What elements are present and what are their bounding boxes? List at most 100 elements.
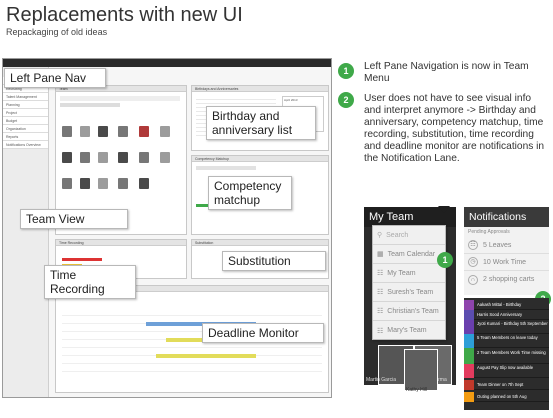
slide-subtitle: Repackaging of old ideas bbox=[6, 27, 108, 37]
bullet-text-1: Left Pane Navigation is now in Team Menu bbox=[364, 61, 529, 84]
team-member-photo[interactable] bbox=[404, 349, 438, 391]
deadline-bar bbox=[146, 322, 256, 326]
nav-item[interactable]: Recruiting bbox=[3, 85, 48, 93]
team-member-photo[interactable] bbox=[98, 178, 108, 189]
notification-item[interactable]: ◷ 10 Work Time bbox=[464, 254, 549, 271]
team-member-photo[interactable] bbox=[118, 178, 128, 189]
lane-color-square bbox=[464, 364, 474, 378]
search-icon: ⚲ bbox=[377, 232, 383, 239]
lane-item-text: Harris Sood Anniversary bbox=[477, 312, 523, 317]
team-search-input[interactable]: Search bbox=[386, 231, 409, 239]
lane-item[interactable]: Harris Sood Anniversary bbox=[464, 310, 549, 320]
nav-item[interactable]: Planning bbox=[3, 101, 48, 109]
lane-item[interactable]: August Pay Slip now available bbox=[464, 364, 549, 378]
lane-color-square bbox=[464, 300, 474, 310]
lane-item-text: Jyoti Kumari - Birthday 5th September bbox=[477, 321, 548, 326]
lane-item-text: Outing planned on 5th Aug bbox=[477, 394, 527, 399]
callout-competency: Competency matchup bbox=[208, 176, 292, 210]
lane-color-square bbox=[464, 392, 474, 402]
clock-icon: ◷ bbox=[468, 257, 478, 267]
notification-lane: Aakash Mittal - Birthday Harris Sood Ann… bbox=[464, 298, 549, 410]
notification-text: 2 shopping carts bbox=[483, 276, 535, 283]
notification-item[interactable]: ∩ 2 shopping carts bbox=[464, 271, 549, 288]
my-team-header: My Team bbox=[364, 207, 456, 227]
team-member-photo[interactable] bbox=[139, 126, 149, 137]
lane-item[interactable]: Outing planned on 5th Aug bbox=[464, 392, 549, 402]
team-member-photo[interactable] bbox=[118, 152, 128, 163]
notification-text: 5 Leaves bbox=[483, 241, 512, 249]
nav-item[interactable]: Project bbox=[3, 109, 48, 117]
lane-item[interactable]: Jyoti Kumari - Birthday 5th September bbox=[464, 320, 549, 334]
lane-item[interactable]: 5 Team Members on leave today bbox=[464, 334, 549, 348]
team-member-photo[interactable] bbox=[80, 152, 90, 163]
menu-item-sureshs-team[interactable]: ☷ Suresh's Team bbox=[373, 283, 445, 302]
callout-substitution: Substitution bbox=[222, 251, 326, 271]
nav-item[interactable]: Notifications Overview bbox=[3, 141, 48, 149]
menu-item-label: Mary's Team bbox=[387, 327, 427, 334]
callout-birthday: Birthday and anniversary list bbox=[206, 106, 316, 140]
panel-header: Substitution bbox=[192, 240, 328, 246]
deadline-grid bbox=[62, 308, 322, 378]
team-search[interactable]: ⚲ Search bbox=[373, 226, 445, 245]
people-icon: ☷ bbox=[468, 240, 478, 250]
lane-item-text: Team Dinner on 7th Sept bbox=[477, 382, 524, 387]
nav-item[interactable]: Talent Management bbox=[3, 93, 48, 101]
deadline-bar bbox=[156, 354, 256, 358]
menu-item-label: Christian's Team bbox=[387, 307, 439, 315]
panel-header: Time Recording bbox=[56, 240, 186, 246]
team-member-photo[interactable] bbox=[62, 178, 72, 189]
menu-item-label: Suresh's Team bbox=[387, 288, 434, 296]
team-member-photo[interactable] bbox=[160, 152, 170, 163]
team-member-photo[interactable] bbox=[118, 126, 128, 137]
callout-left-pane-nav: Left Pane Nav bbox=[4, 68, 106, 88]
notifications-header: Notifications bbox=[464, 207, 549, 227]
team-filter-bar[interactable] bbox=[60, 96, 180, 101]
my-team-pointer bbox=[438, 206, 450, 213]
bullet-text-2: User does not have to see visual info an… bbox=[364, 93, 545, 164]
team-member-photo[interactable] bbox=[80, 126, 90, 137]
team-member-photo[interactable] bbox=[139, 178, 149, 189]
team-member-photo[interactable] bbox=[80, 178, 90, 189]
lane-color-square bbox=[464, 380, 474, 390]
people-icon: ☷ bbox=[377, 289, 384, 296]
team-member-photo[interactable] bbox=[139, 152, 149, 163]
team-member-photo[interactable] bbox=[62, 152, 72, 163]
team-member-photo[interactable] bbox=[62, 126, 72, 137]
calendar-icon: ▦ bbox=[377, 251, 384, 258]
lane-item[interactable]: 2 Team Members Work Time missing bbox=[464, 348, 549, 364]
nav-item[interactable]: Reports bbox=[3, 133, 48, 141]
lane-item-text: August Pay Slip now available bbox=[477, 365, 534, 370]
calendar-month: April 2013 bbox=[284, 98, 298, 102]
lane-item-text: Aakash Mittal - Birthday bbox=[477, 302, 522, 307]
menu-item-team-calendar[interactable]: ▦ Team Calendar bbox=[373, 245, 445, 264]
lane-item-text: 5 Team Members on leave today bbox=[477, 335, 538, 340]
notifications-panel: Notifications Pending Approvals ☷ 5 Leav… bbox=[464, 207, 549, 295]
team-member-photo[interactable] bbox=[98, 152, 108, 163]
menu-item-my-team[interactable]: ☷ My Team bbox=[373, 264, 445, 283]
time-bar-red bbox=[62, 258, 102, 261]
lane-item[interactable]: Team Dinner on 7th Sept bbox=[464, 380, 549, 390]
menu-item-marys-team[interactable]: ☷ Mary's Team bbox=[373, 321, 445, 340]
nav-item[interactable]: Budget bbox=[3, 117, 48, 125]
team-member-photo[interactable] bbox=[98, 126, 108, 137]
menu-item-christians-team[interactable]: ☷ Christian's Team bbox=[373, 302, 445, 321]
bullet-number-1-marker: 1 bbox=[437, 252, 453, 268]
people-icon: ☷ bbox=[377, 308, 384, 315]
bullet-number-1: 1 bbox=[338, 63, 354, 79]
team-tabs[interactable] bbox=[60, 103, 120, 107]
competency-bar bbox=[196, 204, 216, 207]
lane-item[interactable]: Aakash Mittal - Birthday bbox=[464, 300, 549, 310]
old-ui-topbar bbox=[3, 59, 331, 67]
lane-color-square bbox=[464, 320, 474, 334]
notification-item[interactable]: ☷ 5 Leaves bbox=[464, 237, 549, 254]
menu-item-label: My Team bbox=[387, 269, 416, 277]
notification-text: 10 Work Time bbox=[483, 258, 527, 266]
people-icon: ☷ bbox=[377, 327, 384, 335]
slide-title: Replacements with new UI bbox=[6, 4, 243, 26]
menu-item-label: Team Calendar bbox=[387, 250, 436, 258]
panel-header: Team bbox=[56, 86, 186, 92]
callout-time-recording: Time Recording bbox=[44, 265, 136, 299]
team-member-photo[interactable] bbox=[160, 126, 170, 137]
member-name: Kathy Hill bbox=[406, 387, 428, 393]
nav-item[interactable]: Organization bbox=[3, 125, 48, 133]
